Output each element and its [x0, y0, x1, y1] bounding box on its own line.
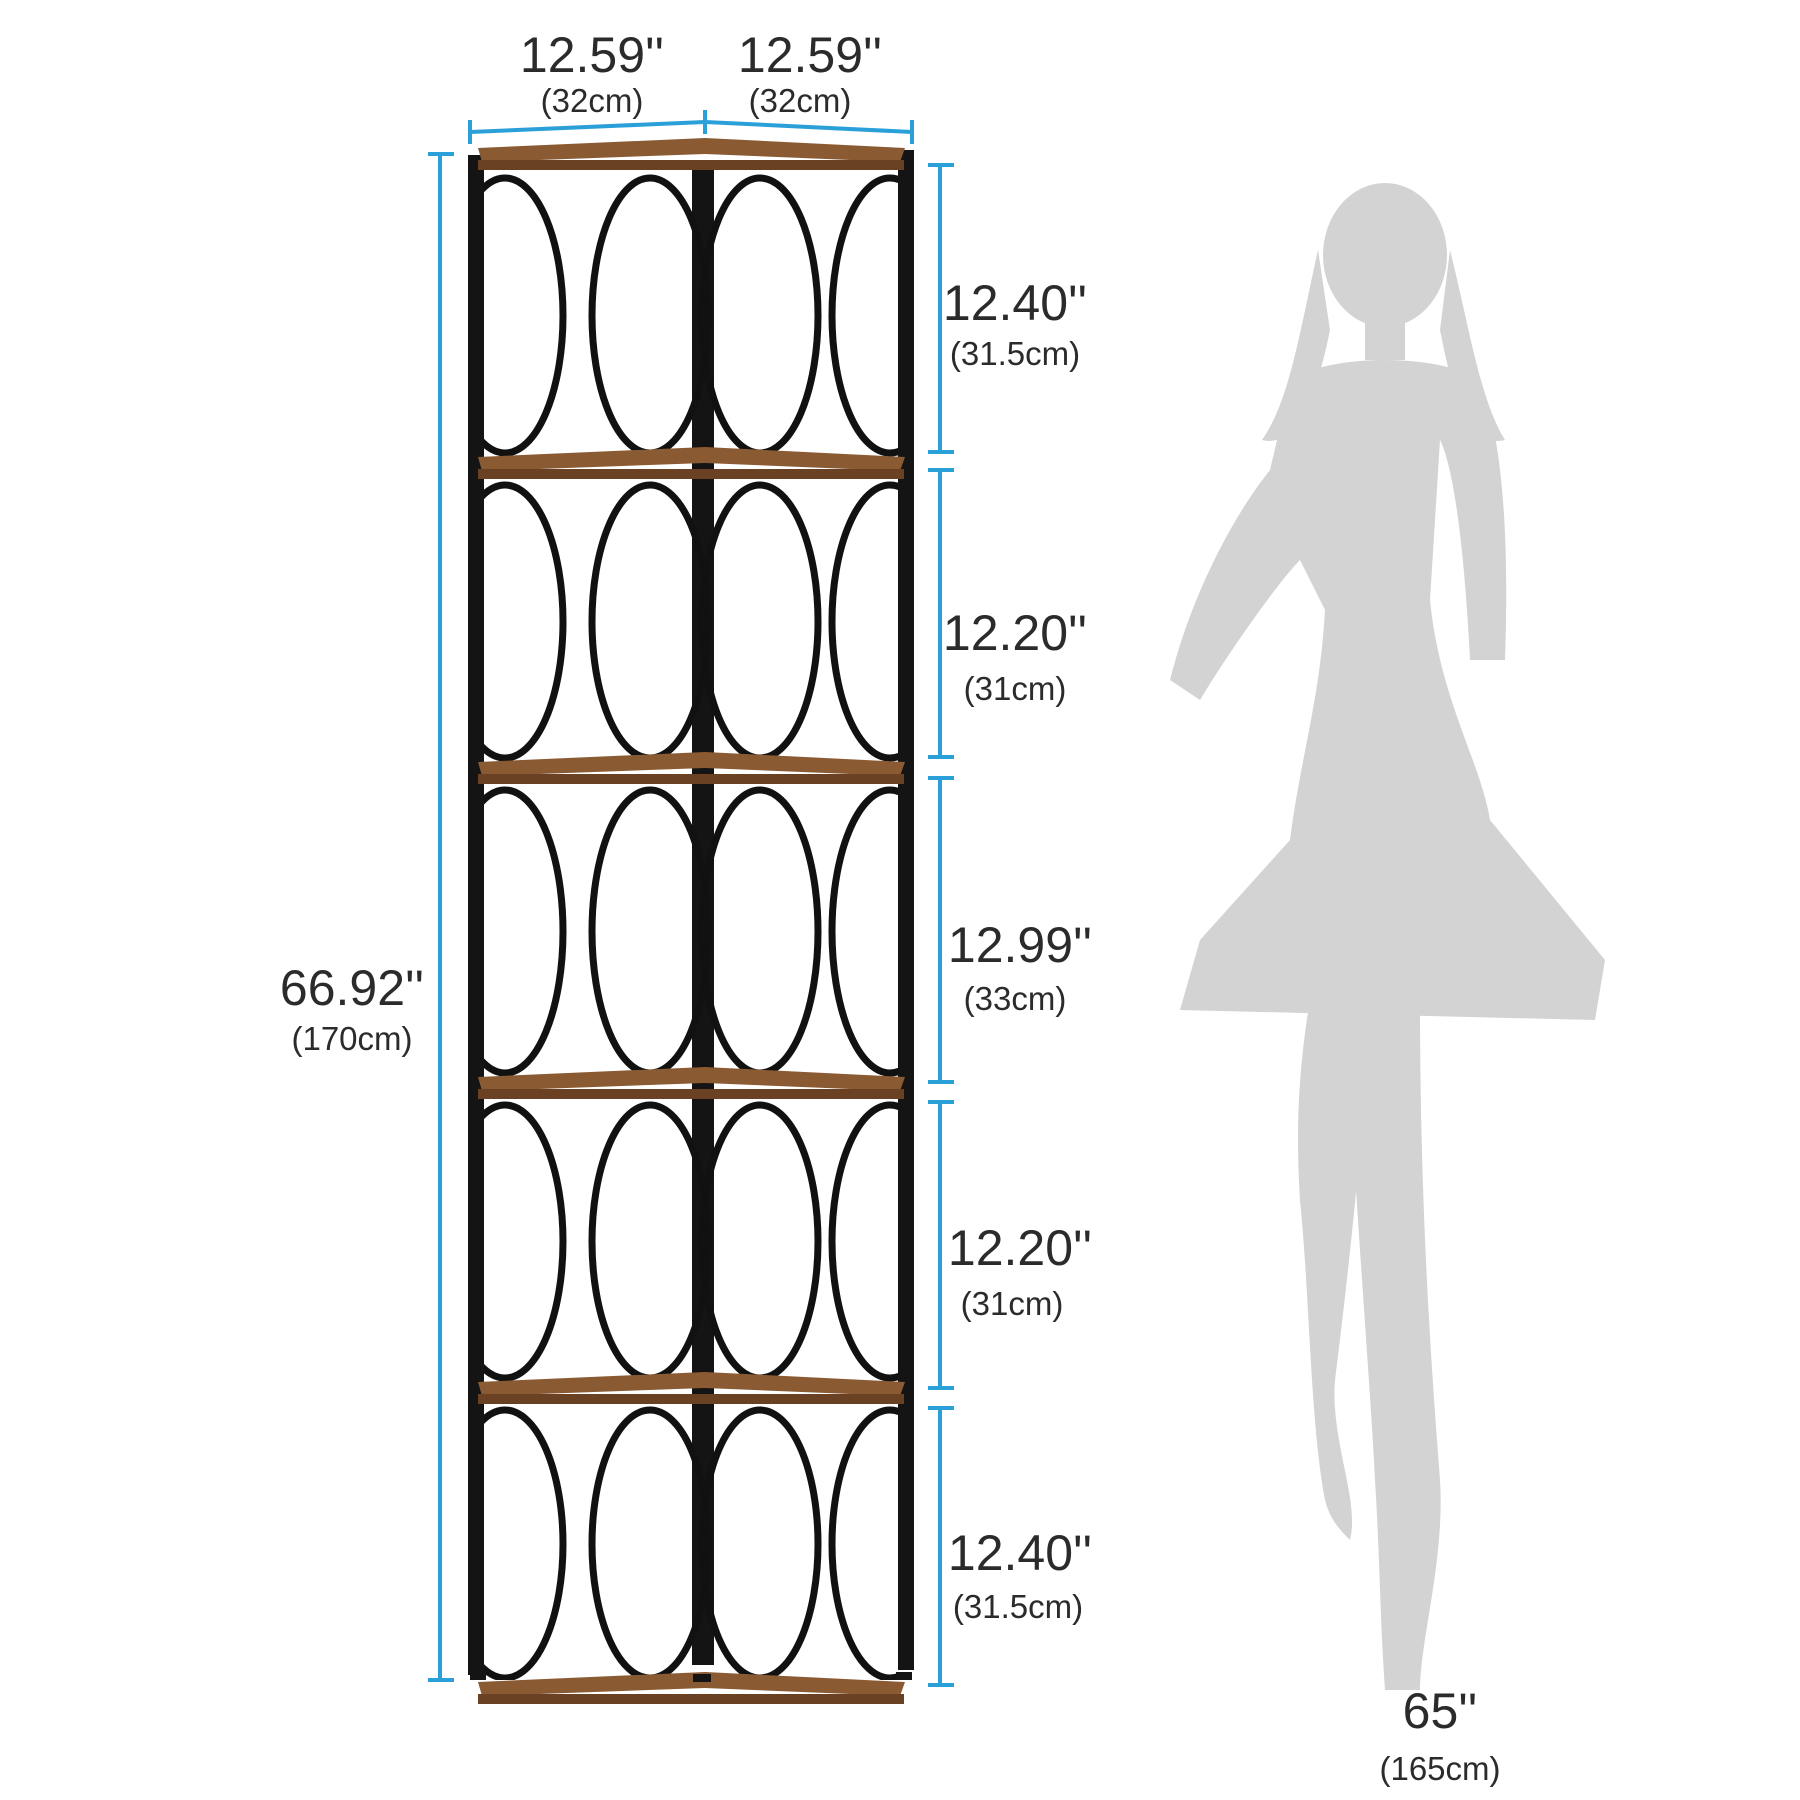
ring-t5-4 — [828, 1406, 898, 1680]
shelf-board-2 — [478, 447, 905, 479]
ring-t4-1 — [484, 1101, 567, 1382]
shelf-board-5 — [478, 1372, 905, 1404]
ring-t2-1 — [484, 481, 567, 762]
shelf-edge — [478, 1394, 904, 1404]
ring-t5-3 — [698, 1406, 822, 1680]
tier-2-cm: (31cm) — [964, 670, 1067, 707]
foot-right — [896, 1672, 912, 1680]
ring-t1-3 — [698, 174, 822, 457]
shelf-top — [478, 138, 905, 162]
width-right-cm: (32cm) — [749, 82, 852, 119]
total-height-dimension: 66.92'' (170cm) — [280, 152, 454, 1682]
ring-t1-1 — [484, 174, 567, 457]
ring-t3-4 — [828, 786, 898, 1077]
total-height-inches: 66.92'' — [280, 960, 424, 1016]
ring-t4-4 — [828, 1101, 898, 1382]
person-height-inches: 65'' — [1403, 1683, 1478, 1739]
shelf-edge — [478, 160, 904, 170]
tier-4-inches: 12.20'' — [948, 1220, 1092, 1276]
person-height-cm: (165cm) — [1379, 1750, 1500, 1787]
tier-dimensions: 12.40'' (31.5cm) 12.20'' (31cm) 12.99'' … — [928, 163, 1092, 1687]
ring-t2-2 — [588, 481, 712, 762]
tier-1-cm: (31.5cm) — [950, 335, 1080, 372]
ring-t4-2 — [588, 1101, 712, 1382]
person-height-dimension: 65'' (165cm) — [1379, 1683, 1500, 1787]
tier-3-inches: 12.99'' — [948, 917, 1092, 973]
ring-t2-3 — [698, 481, 822, 762]
shelf-top — [478, 752, 905, 776]
tier-4-line — [928, 1100, 954, 1390]
shelf-board-4 — [478, 1067, 905, 1099]
tier-5-cm: (31.5cm) — [953, 1588, 1083, 1625]
tier-5-line — [928, 1406, 954, 1687]
width-dimension: 12.59'' (32cm) 12.59'' (32cm) — [468, 27, 914, 144]
ring-t1-4 — [828, 174, 898, 457]
tier-3-line — [928, 776, 954, 1084]
ring-t2-4 — [828, 481, 898, 762]
shelf-edge — [478, 774, 904, 784]
ring-t5-1 — [484, 1406, 567, 1680]
width-right-inches: 12.59'' — [738, 27, 882, 83]
shelf-edge — [478, 1089, 904, 1099]
ring-t1-2 — [588, 174, 712, 457]
left-post — [468, 155, 484, 1675]
shelf-edge — [478, 1694, 904, 1704]
ring-t5-2 — [588, 1406, 712, 1680]
shelf-top — [478, 1372, 905, 1396]
tier-1-inches: 12.40'' — [943, 275, 1087, 331]
tier-5-inches: 12.40'' — [948, 1525, 1092, 1581]
person-silhouette — [1170, 183, 1605, 1690]
ring-t3-3 — [698, 786, 822, 1077]
ring-t3-1 — [484, 786, 567, 1077]
width-left-cm: (32cm) — [541, 82, 644, 119]
width-line-left — [469, 120, 706, 134]
shelf-top — [478, 1672, 905, 1696]
ring-t4-3 — [698, 1101, 822, 1382]
tier-1-line — [928, 163, 954, 454]
foot-left — [470, 1672, 486, 1680]
shelf-board-3 — [478, 752, 905, 784]
right-post — [898, 150, 914, 1670]
ring-t3-2 — [588, 786, 712, 1077]
tier-2-inches: 12.20'' — [943, 605, 1087, 661]
shelf-board-1 — [478, 138, 905, 170]
shelf-top — [478, 447, 905, 471]
foot-center — [693, 1674, 711, 1682]
wooden-shelves — [478, 138, 905, 1704]
width-line-right — [704, 120, 913, 134]
total-height-cm: (170cm) — [291, 1020, 412, 1057]
shelf-top — [478, 1067, 905, 1091]
tier-3-cm: (33cm) — [964, 980, 1067, 1017]
shelf-edge — [478, 469, 904, 479]
width-left-inches: 12.59'' — [520, 27, 664, 83]
shelf-board-6 — [478, 1672, 905, 1704]
corner-shelf — [468, 138, 914, 1704]
tier-2-line — [928, 468, 954, 759]
tier-4-cm: (31cm) — [961, 1285, 1064, 1322]
